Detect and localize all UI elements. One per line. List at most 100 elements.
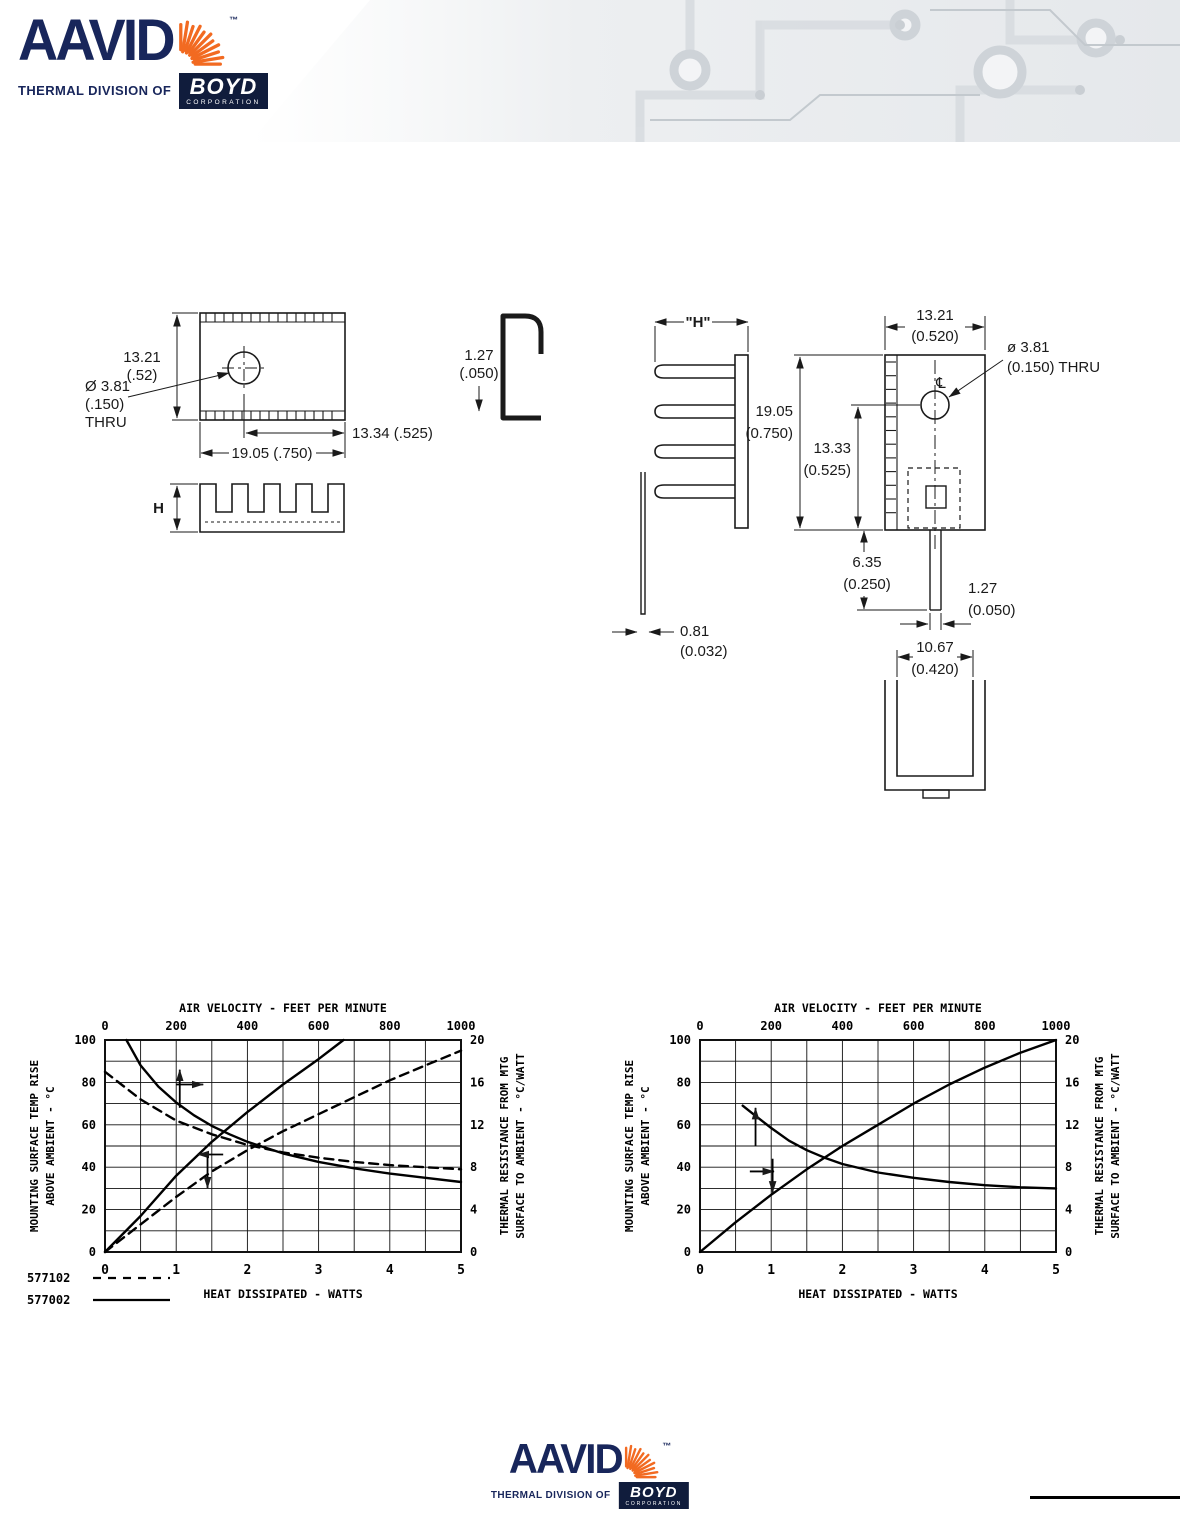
dim-front-hole-dia: ø 3.81 — [1007, 339, 1050, 356]
trademark-symbol: ™ — [229, 15, 239, 25]
dim-front-hole-dia-in: (0.150) THRU — [1007, 359, 1100, 376]
chart-frame — [699, 1039, 1057, 1253]
circuit-dots — [755, 20, 1125, 100]
division-text: THERMAL DIVISION OF — [490, 1490, 611, 1501]
dim-front-width-in: (0.520) — [911, 328, 959, 345]
x-tick-watts: 3 — [910, 1263, 918, 1278]
y-tick-temp: 60 — [82, 1118, 96, 1132]
y-tick-resistance: 0 — [470, 1245, 477, 1259]
aavid-starburst-icon — [179, 20, 225, 66]
series-577102-temp — [103, 1049, 463, 1254]
y-tick-resistance: 12 — [1065, 1118, 1079, 1132]
front-view-lead — [929, 530, 942, 611]
y-tick-temp: 40 — [677, 1160, 691, 1174]
dim-hole-offset-in: (0.525) — [803, 462, 851, 479]
ray — [190, 39, 215, 58]
right-axis-title-line2: SURFACE TO AMBIENT - °C/WATT — [1109, 1053, 1122, 1239]
fin-serrations — [205, 313, 333, 420]
y-tick-resistance: 12 — [470, 1118, 484, 1132]
y-tick-temp: 40 — [82, 1160, 96, 1174]
front-view-outline — [884, 354, 986, 611]
starburst-rays — [179, 20, 225, 66]
boyd-logo: BOYD CORPORATION — [618, 1482, 690, 1509]
ray — [628, 1448, 637, 1469]
chart-grid — [699, 1039, 1057, 1253]
ray — [629, 1447, 643, 1471]
page-header: AAVID ™ THERMAL DIVISION OF BOYD CORPORA… — [0, 0, 1180, 142]
starburst-rays — [625, 1444, 659, 1479]
y-tick-resistance: 8 — [470, 1160, 477, 1174]
dim-lead-length-in: (0.250) — [843, 576, 891, 593]
series-577002-temp — [103, 1038, 345, 1254]
legend-label: 577002 — [27, 1293, 70, 1307]
right-axis-title-line1: THERMAL RESISTANCE FROM MTG — [1093, 1056, 1106, 1235]
ray — [626, 1444, 633, 1470]
ray — [184, 24, 202, 55]
x-tick-velocity: 1000 — [1042, 1019, 1071, 1033]
aavid-wordmark: AAVID — [508, 1435, 624, 1482]
dim-lead-width-in: (0.050) — [968, 602, 1016, 619]
x-tick-velocity: 200 — [165, 1019, 187, 1033]
fin-view-outline — [199, 483, 345, 533]
dim-clip-thickness: 1.27 — [464, 347, 493, 364]
ray — [190, 43, 221, 61]
side-view-lead — [640, 472, 646, 615]
dim-clip-thickness-in: (.050) — [459, 365, 498, 382]
x-tick-velocity: 600 — [308, 1019, 330, 1033]
y-tick-temp: 100 — [669, 1033, 691, 1047]
series-curve-resistance — [741, 1104, 1058, 1190]
series-577002-resistance — [125, 1038, 463, 1184]
bottom-view-outline — [884, 680, 986, 799]
ray — [633, 1461, 656, 1475]
x-tick-velocity: 0 — [101, 1019, 108, 1033]
x-tick-watts: 4 — [386, 1263, 394, 1278]
side-view-outline — [640, 354, 749, 615]
y-tick-resistance: 20 — [470, 1033, 484, 1047]
circuit-pattern-decoration — [250, 0, 1180, 142]
ray — [183, 24, 195, 52]
dim-fin-height-label: H — [153, 500, 164, 517]
drawing-labels: 13.21 (.52) Ø 3.81 (.150) THRU 13.34 (.5… — [85, 305, 1100, 681]
dim-lead-length: 6.35 — [852, 554, 881, 571]
dim-hole-dia: Ø 3.81 — [85, 378, 130, 395]
boyd-logo: BOYD CORPORATION — [179, 73, 268, 109]
aavid-logo: AAVID ™ THERMAL DIVISION OF BOYD CORPORA… — [18, 12, 268, 109]
top-view-dimension-lines — [127, 312, 346, 458]
left-axis-title-line2: ABOVE AMBIENT - °C — [44, 1086, 57, 1205]
top-view-outline — [199, 312, 346, 421]
x-tick-velocity: 400 — [237, 1019, 259, 1033]
x-tick-velocity: 400 — [832, 1019, 854, 1033]
y-tick-resistance: 16 — [1065, 1075, 1079, 1089]
y-tick-temp: 80 — [677, 1075, 691, 1089]
ray — [631, 1452, 645, 1470]
x-tick-velocity: 1000 — [447, 1019, 476, 1033]
dim-lead-width: 1.27 — [968, 580, 997, 597]
right-axis-title-line1: THERMAL RESISTANCE FROM MTG — [498, 1056, 511, 1235]
gray-band — [250, 0, 1180, 142]
ray — [631, 1453, 650, 1472]
ray — [188, 32, 213, 57]
x-tick-velocity: 800 — [379, 1019, 401, 1033]
ray — [187, 30, 206, 55]
aavid-starburst-icon — [625, 1444, 659, 1479]
dim-hole-dia-in: (.150) — [85, 396, 124, 413]
x-tick-velocity: 200 — [760, 1019, 782, 1033]
dim-top-view-height-in: (.52) — [127, 367, 158, 384]
bottom-view-tab — [922, 789, 950, 799]
left-axis-title-line1: MOUNTING SURFACE TEMP RISE — [28, 1060, 41, 1232]
y-tick-temp: 80 — [82, 1075, 96, 1089]
x-tick-velocity: 600 — [903, 1019, 925, 1033]
dim-bottom-width: 10.67 — [916, 639, 954, 656]
series-curve-temp — [698, 1038, 1058, 1254]
footer-rule — [1030, 1496, 1180, 1499]
dim-top-view-width: 19.05 (.750) — [232, 445, 313, 462]
top-view-body — [199, 312, 346, 421]
dim-hole-offset: 13.33 — [813, 440, 851, 457]
y-tick-temp: 20 — [677, 1203, 691, 1217]
ray — [191, 55, 225, 64]
y-tick-resistance: 16 — [470, 1075, 484, 1089]
dim-top-view-height: 13.21 — [123, 349, 161, 366]
x-tick-watts: 2 — [838, 1263, 846, 1278]
